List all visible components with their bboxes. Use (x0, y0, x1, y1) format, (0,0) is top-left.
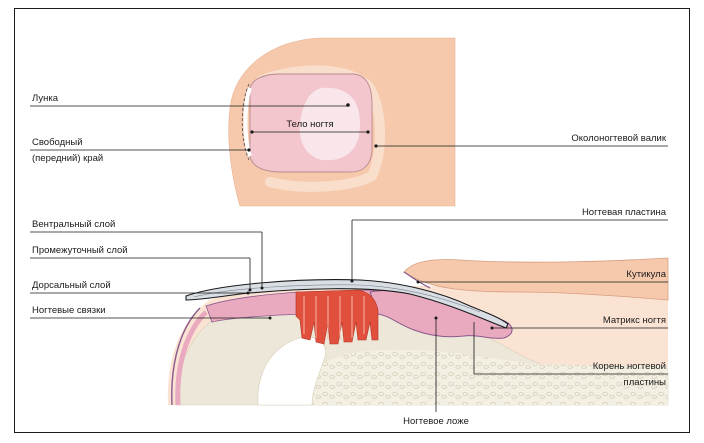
label-free-edge-line1: Свободный (32, 137, 83, 148)
label-nail-bed: Ногтевое ложе (403, 416, 469, 427)
label-nail-root-line2: пластины (624, 377, 667, 388)
label-free-edge-line2: (передний) край (32, 153, 103, 164)
label-dorsal-layer: Дорсальный слой (32, 280, 111, 291)
nail-ligaments (296, 290, 378, 344)
label-ventral-layer: Вентральный слой (32, 219, 115, 230)
label-intermediate-layer: Промежуточный слой (32, 245, 128, 256)
label-nail-matrix: Матрикс ногтя (603, 315, 666, 326)
finger-top-view (229, 38, 455, 206)
label-lunula: Лунка (32, 93, 59, 104)
label-nail-body: Тело ногтя (286, 119, 333, 130)
label-nail-fold: Околоногтевой валик (571, 133, 666, 144)
label-nail-plate: Ногтевая пластина (582, 207, 667, 218)
label-cuticle: Кутикула (626, 269, 666, 280)
label-nail-root-line1: Корень ногтевой (593, 361, 666, 372)
label-nail-ligaments: Ногтевые связки (32, 305, 106, 316)
finger-cross-section (168, 258, 668, 405)
